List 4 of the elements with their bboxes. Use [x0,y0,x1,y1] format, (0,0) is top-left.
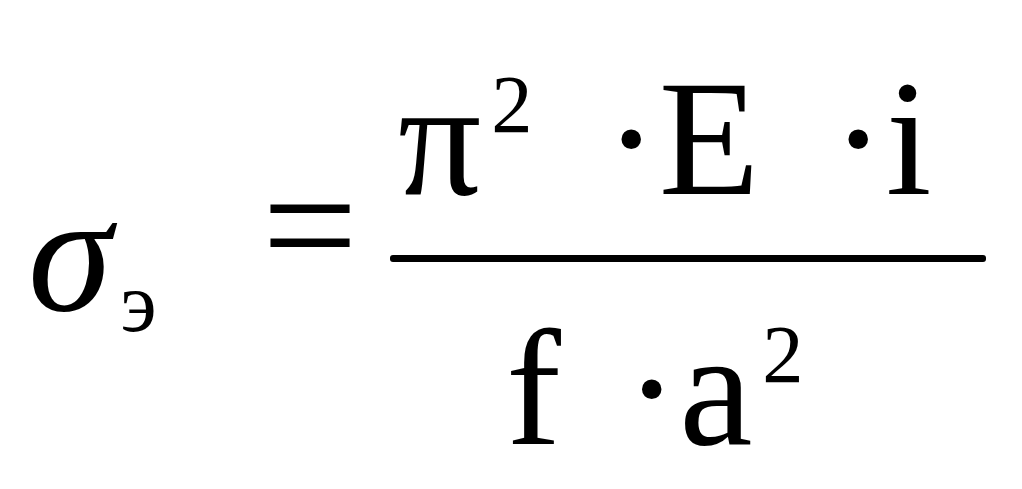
equals-sign: = [262,140,358,310]
denominator-text: f ·a$^{2}$ [506,306,804,471]
numerator-text: π$^{2}$ ·E ·i [398,56,932,221]
formula-term: σ$_{э}$ [28,168,157,338]
